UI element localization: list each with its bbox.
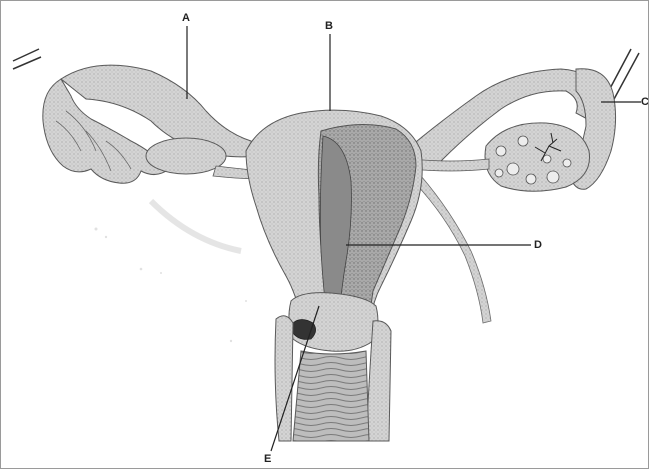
vagina xyxy=(275,316,293,441)
external-os xyxy=(293,320,316,340)
right-ovary xyxy=(485,123,590,191)
label-b: B xyxy=(325,20,333,32)
label-d: D xyxy=(534,239,542,251)
background-shading xyxy=(95,201,248,342)
label-c: C xyxy=(641,96,649,108)
round-ligament xyxy=(415,176,491,323)
label-a: A xyxy=(182,12,190,24)
vaginal-rugae xyxy=(293,351,369,441)
left-ovary xyxy=(146,138,226,174)
label-e: E xyxy=(264,453,271,465)
cut-marks-left xyxy=(13,49,41,69)
